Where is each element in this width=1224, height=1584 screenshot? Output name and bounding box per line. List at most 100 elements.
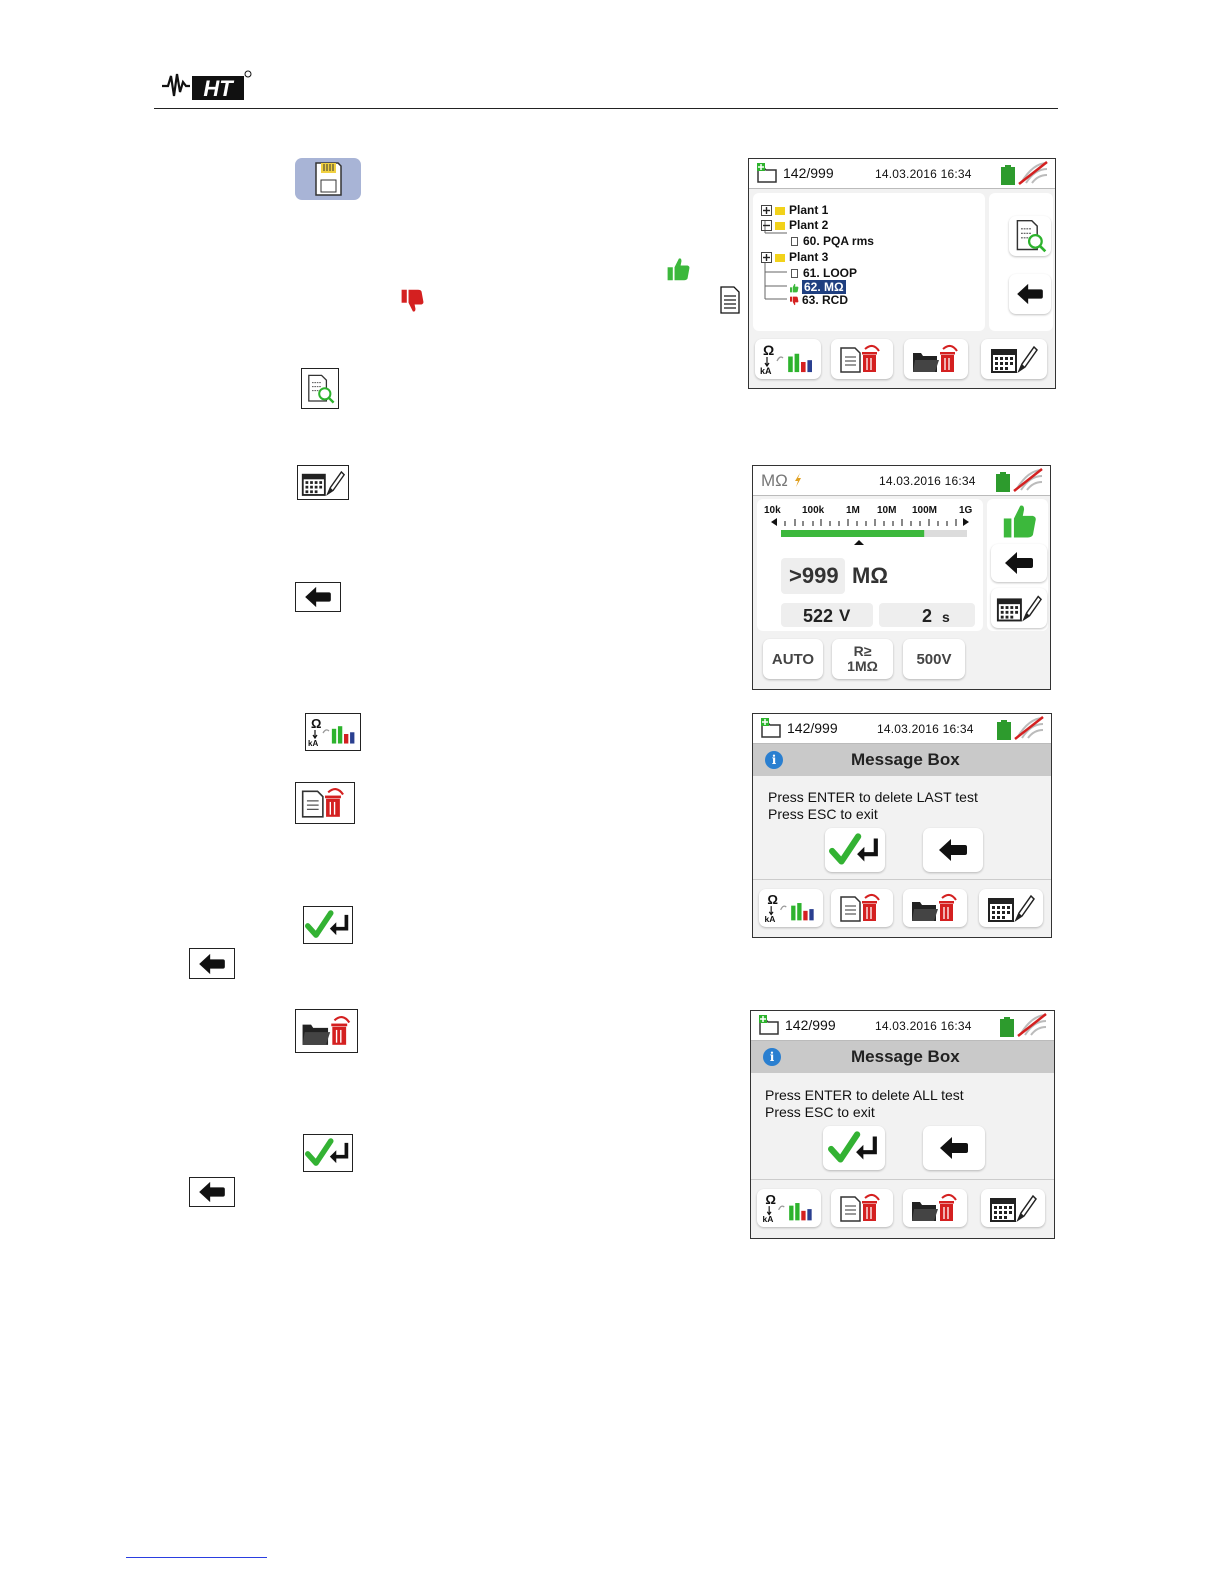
record-count: 142/999 xyxy=(785,1017,836,1033)
message-box-title: Message Box xyxy=(851,1047,960,1066)
expand-icon[interactable] xyxy=(761,205,772,217)
back-arrow-icon xyxy=(1005,552,1033,574)
no-signal-icon xyxy=(1012,468,1044,492)
tree-item-test-62[interactable]: 62. MΩ xyxy=(789,280,846,294)
tree-item-test-60[interactable]: 60. PQA rms xyxy=(791,234,874,248)
delete-last-icon xyxy=(840,344,880,373)
record-count: 142/999 xyxy=(783,165,834,181)
scale-label: 10M xyxy=(877,505,897,516)
tree-item-plant-3[interactable]: Plant 3 xyxy=(761,250,828,264)
svg-text:Ω: Ω xyxy=(765,1192,776,1207)
no-signal-icon xyxy=(1016,1013,1048,1037)
tree-panel: Plant 1 Plant 2 60. PQA rms Plant 3 61. … xyxy=(753,193,985,331)
thumb-down-icon xyxy=(398,288,426,314)
folder-add-icon xyxy=(756,163,777,183)
graph-button[interactable]: Ω kA xyxy=(757,1189,821,1227)
scale-ticks xyxy=(771,518,969,545)
graph-button[interactable]: Ω kA xyxy=(755,339,821,379)
enter-confirm-icon xyxy=(828,1131,880,1165)
switch-to-graph-icon: Ω kA xyxy=(305,713,361,751)
message-text: Press ENTER to delete LAST test Press ES… xyxy=(768,789,978,823)
voltage-box xyxy=(781,603,873,627)
pass-thumb-up-icon xyxy=(999,502,1039,538)
esc-back-button[interactable] xyxy=(923,828,983,872)
scale-fill-bar xyxy=(781,530,925,537)
switch-to-graph-icon: Ω kA xyxy=(760,342,812,376)
status-bar: 142/999 14.03.2016 16:34 xyxy=(751,1011,1054,1041)
back-button[interactable] xyxy=(991,544,1047,582)
message-line-2: Press ESC to exit xyxy=(765,1104,875,1120)
delete-last-button[interactable] xyxy=(831,339,893,379)
message-line-1: Press ENTER to delete ALL test xyxy=(765,1087,964,1103)
test-voltage-button[interactable]: 500V xyxy=(903,639,965,679)
scale-label: 100M xyxy=(912,505,938,516)
thumb-up-icon xyxy=(790,283,799,293)
preview-icon xyxy=(301,368,339,409)
test-voltage-label: 500V xyxy=(916,650,952,668)
info-icon: i xyxy=(765,751,783,769)
delete-last-button[interactable] xyxy=(831,1189,893,1227)
result-value: >999 xyxy=(789,563,839,588)
calendar-edit-icon xyxy=(990,1195,1037,1222)
measure-screen: MΩ 14.03.2016 16:34 10k 100k 1M 10M 100M… xyxy=(752,465,1051,690)
status-bar: MΩ 14.03.2016 16:34 xyxy=(753,466,1050,496)
delete-last-button[interactable] xyxy=(831,889,893,927)
message-line-1: Press ENTER to delete LAST test xyxy=(768,789,978,805)
calendar-button[interactable] xyxy=(981,1189,1045,1227)
delete-all-button[interactable] xyxy=(904,339,968,379)
confirm-enter-button[interactable] xyxy=(825,828,885,872)
svg-text:kA: kA xyxy=(765,914,776,924)
svg-text:kA: kA xyxy=(308,739,318,748)
back-button[interactable] xyxy=(1009,274,1051,314)
tree-item-test-63[interactable]: 63. RCD xyxy=(789,293,848,307)
scale-label: 1M xyxy=(846,505,860,516)
svg-text:Ω: Ω xyxy=(767,892,778,907)
time-value: 2 xyxy=(922,606,933,626)
delete-last-icon xyxy=(840,1193,880,1222)
back-arrow-icon xyxy=(295,582,341,612)
svg-text:kA: kA xyxy=(760,366,772,376)
time-box xyxy=(879,603,975,627)
back-arrow-icon xyxy=(939,839,967,861)
confirm-enter-button[interactable] xyxy=(823,1126,885,1170)
result-panel: 10k 100k 1M 10M 100M 1G >999 MΩ 522 xyxy=(757,499,983,631)
status-bar: 142/999 14.03.2016 16:34 xyxy=(749,159,1055,189)
datetime: 14.03.2016 16:34 xyxy=(879,474,976,488)
delete-all-button[interactable] xyxy=(903,1189,967,1227)
mode-button[interactable]: AUTO xyxy=(763,639,823,679)
tree-item-test-61[interactable]: 61. LOOP xyxy=(791,266,857,280)
delete-all-screen: 142/999 14.03.2016 16:34 i Message Box P… xyxy=(750,1010,1055,1239)
enter-confirm-icon xyxy=(829,833,881,867)
result-unit: MΩ xyxy=(852,563,888,588)
calendar-button[interactable] xyxy=(981,339,1047,379)
switch-to-graph-icon: Ω kA xyxy=(763,1192,812,1224)
collapse-icon[interactable] xyxy=(761,220,772,232)
scale-label: 100k xyxy=(802,505,825,516)
expand-icon[interactable] xyxy=(761,252,772,264)
footer-link-underline[interactable] xyxy=(126,1557,267,1558)
file-icon xyxy=(791,237,798,247)
toolbar-divider xyxy=(753,879,1051,880)
datetime: 14.03.2016 16:34 xyxy=(877,722,974,736)
battery-icon xyxy=(1000,1017,1014,1037)
tree-item-plant-2[interactable]: Plant 2 xyxy=(761,218,828,232)
logo-text: HT xyxy=(203,76,234,101)
message-text: Press ENTER to delete ALL test Press ESC… xyxy=(765,1087,964,1121)
delete-all-button[interactable] xyxy=(903,889,967,927)
tree-item-plant-1[interactable]: Plant 1 xyxy=(761,203,828,217)
esc-back-button[interactable] xyxy=(923,1126,985,1170)
calendar-button[interactable] xyxy=(979,889,1043,927)
folder-icon xyxy=(775,206,785,215)
preview-button[interactable] xyxy=(1009,216,1051,256)
graph-button[interactable]: Ω kA xyxy=(759,889,823,927)
measure-title: MΩ xyxy=(761,471,788,490)
scale-labels: 10k 100k 1M 10M 100M 1G xyxy=(757,505,983,517)
save-icon xyxy=(295,158,361,200)
limit-button[interactable]: R≥ 1MΩ xyxy=(832,639,893,679)
battery-icon xyxy=(1001,165,1015,185)
save-button[interactable] xyxy=(991,588,1047,628)
no-signal-icon xyxy=(1013,716,1045,740)
back-arrow-icon xyxy=(189,1177,235,1207)
back-arrow-icon xyxy=(189,948,235,979)
folder-add-icon xyxy=(758,1015,779,1035)
